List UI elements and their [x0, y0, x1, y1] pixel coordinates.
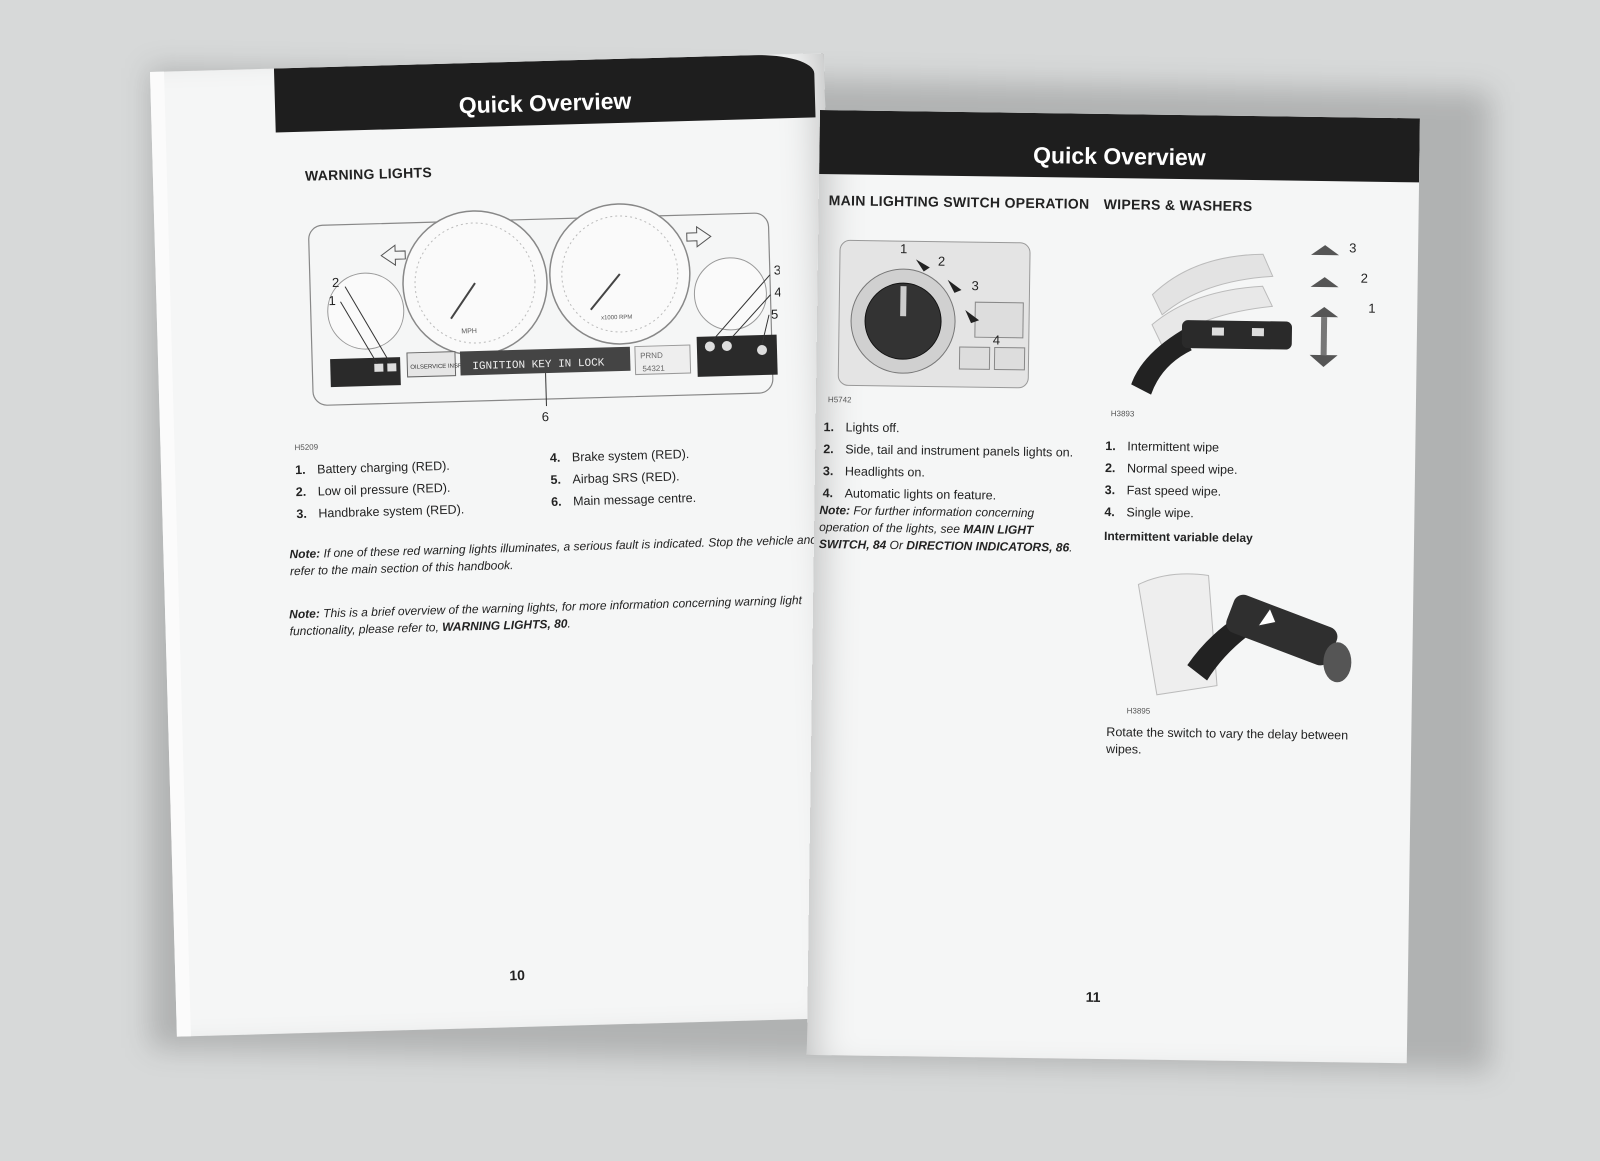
delay-rotary-ring [1323, 642, 1352, 683]
list-item: 2.Normal speed wipe. [1104, 461, 1238, 477]
left-indicator-arrow-icon [380, 244, 406, 267]
lighting-callout-4: 4 [993, 332, 1000, 347]
list-item: 4.Automatic lights on feature. [822, 486, 997, 503]
list-item: 1.Lights off. [823, 420, 900, 436]
front-fog-button [958, 346, 991, 370]
handbrake-icon [704, 341, 715, 352]
warning-lights-title: WARNING LIGHTS [304, 164, 433, 184]
callout-4: 4 [774, 284, 782, 299]
wiper-stalk-head [1181, 320, 1293, 350]
note-warning-lights-ref: Note: This is a brief overview of the wa… [289, 593, 803, 639]
normal-wipe-arrow-icon [1310, 277, 1339, 288]
list-item: 3.Fast speed wipe. [1104, 483, 1222, 499]
wiper-delay-caption: Rotate the switch to vary the delay betw… [1106, 725, 1349, 757]
right-indicator-arrow-icon [686, 225, 712, 248]
warning-list-col2: 4.Brake system (RED). 5.Airbag SRS (RED)… [550, 447, 697, 517]
lighting-section-title: MAIN LIGHTING SWITCH OPERATION [828, 192, 1090, 212]
brake-system-icon [721, 340, 732, 351]
list-item: 1.Battery charging (RED). [294, 458, 450, 478]
lighting-callout-1: 1 [900, 241, 907, 256]
message-centre [459, 346, 631, 376]
light-switch-knob [864, 282, 942, 360]
oil-pressure-icon [387, 363, 397, 372]
lighting-list: 1.Lights off. 2.Side, tail and instrumen… [822, 420, 1074, 511]
tachometer [549, 203, 691, 345]
oil-service-label: OILSERVICE INSPECTION [410, 363, 484, 371]
wiper-stalk-lever [1131, 330, 1192, 395]
intermittent-wipe-arrow-icon [1310, 307, 1339, 318]
position-2-arrow-icon [915, 259, 930, 272]
list-item: 4.Brake system (RED). [549, 447, 690, 465]
lighting-switch-figure: 1 2 3 4 [837, 239, 1031, 389]
position-3-arrow-icon [947, 279, 962, 293]
position-4-arrow-icon [965, 310, 980, 324]
wiper-stalk-figure: 3 2 1 [1131, 240, 1376, 395]
list-item: 5.Airbag SRS (RED). [550, 469, 680, 487]
note-lighting-ref: Note: For further information concerning… [818, 503, 1073, 555]
list-item: 4.Single wipe. [1104, 505, 1194, 521]
lighting-callout-2: 2 [938, 254, 945, 269]
list-item: 2.Low oil pressure (RED). [295, 480, 451, 500]
right-page-header: Quick Overview [819, 110, 1420, 183]
callout-1: 1 [328, 293, 336, 308]
wiper-delay-figure-code: H3895 [1126, 706, 1151, 716]
callout-3: 3 [774, 262, 782, 277]
page-number-11: 11 [1085, 988, 1101, 1006]
wiper-callout-3: 3 [1349, 240, 1356, 255]
page-number-10: 10 [509, 966, 526, 984]
left-page-header: Quick Overview [273, 53, 816, 133]
wiper-delay-figure [1137, 573, 1352, 696]
list-item: 2.Side, tail and instrument panels light… [823, 442, 1074, 460]
wiper-delay-stalk-head [1226, 594, 1338, 666]
instrument-cluster-figure: MPH x1000 RPM OILSERVICE INSPECTION IGNI… [308, 203, 782, 424]
rear-fog-button [993, 346, 1026, 371]
callout-2: 2 [332, 275, 340, 290]
warning-panel-left [330, 357, 401, 388]
left-page: Quick Overview WARNING LIGHTS MPH x1000 … [150, 53, 851, 1037]
airbag-icon [757, 345, 768, 356]
small-gauge-left [327, 272, 405, 350]
rotate-arrow-icon [1256, 607, 1277, 627]
lighting-figure-code: H5742 [827, 395, 852, 405]
speedo-unit: MPH [461, 328, 477, 335]
right-page: Quick Overview MAIN LIGHTING SWITCH OPER… [806, 110, 1420, 1064]
wiper-callout-1: 1 [1368, 301, 1375, 316]
list-item: 3.Headlights on. [822, 464, 925, 480]
single-wipe-arrow-icon [1309, 354, 1338, 368]
gear-indicator: PRND [640, 351, 663, 361]
list-item: 6.Main message centre. [550, 490, 697, 509]
battery-icon [374, 363, 384, 372]
note-serious-fault: Note: If one of these red warning lights… [289, 532, 818, 579]
fast-wipe-arrow-icon [1311, 245, 1340, 256]
wiper-list: 1.Intermittent wipe 2.Normal speed wipe.… [1104, 439, 1238, 529]
left-figure-code: H5209 [294, 442, 319, 453]
message-centre-text: IGNITION KEY IN LOCK [472, 357, 605, 373]
wiper-callout-2: 2 [1361, 271, 1368, 286]
odometer: 54321 [642, 364, 665, 374]
wipers-section-title: WIPERS & WASHERS [1103, 195, 1253, 215]
list-item: 3.Handbrake system (RED). [296, 502, 465, 522]
callout-6: 6 [542, 409, 550, 424]
small-gauge-right [693, 257, 767, 331]
intermittent-delay-subhead: Intermittent variable delay [1103, 529, 1253, 546]
list-item: 1.Intermittent wipe [1105, 439, 1220, 455]
tacho-unit: x1000 RPM [601, 315, 633, 322]
callout-5: 5 [771, 307, 779, 322]
wiper-figure-code: H3893 [1110, 409, 1135, 419]
warning-panel-right [696, 334, 778, 377]
warning-list-col1: 1.Battery charging (RED). 2.Low oil pres… [295, 458, 465, 529]
lighting-callout-3: 3 [971, 278, 978, 293]
